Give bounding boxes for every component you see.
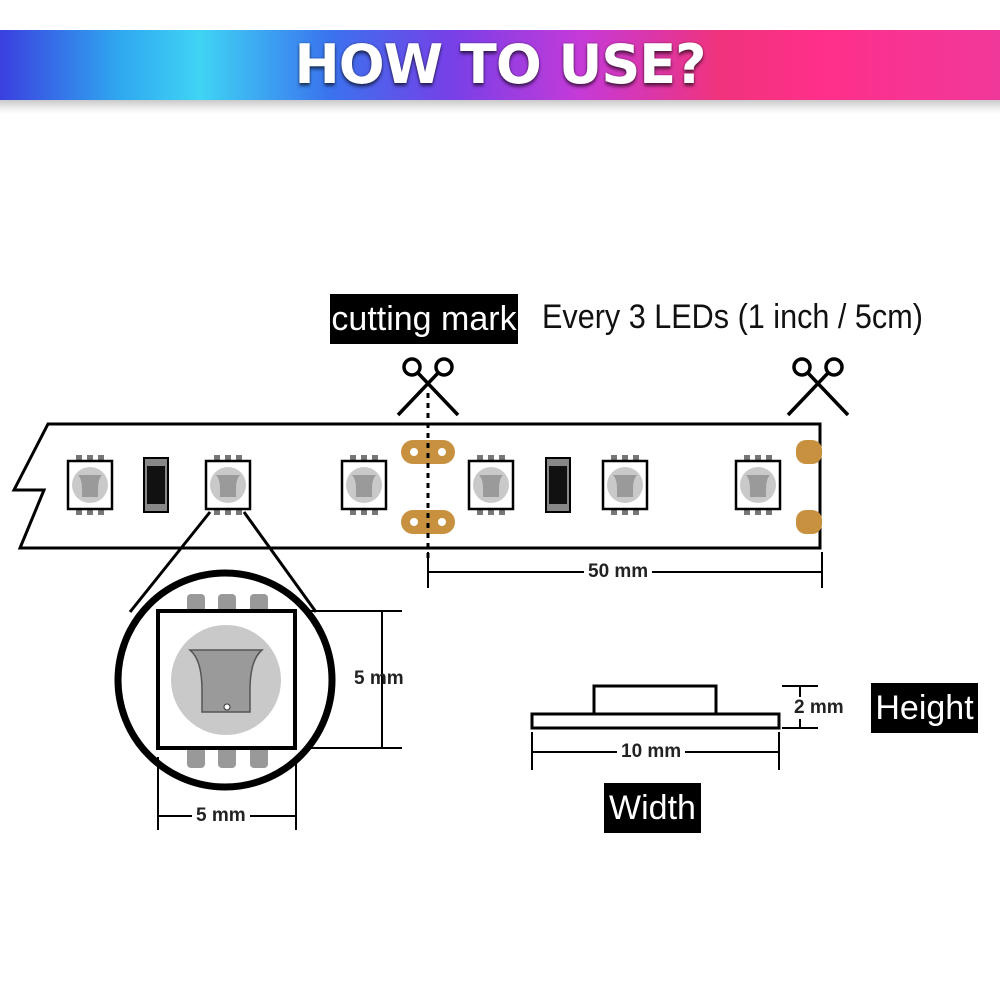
led-chip (340, 455, 388, 515)
led-chip (734, 455, 782, 515)
resistor (545, 457, 571, 513)
led-chip (601, 455, 649, 515)
height-label: Height (871, 683, 978, 733)
led-chip (66, 455, 114, 515)
led-chip (467, 455, 515, 515)
scissors-icon (786, 357, 850, 417)
copper-pads-cut (401, 440, 455, 534)
led-chip (204, 455, 252, 515)
resistor (143, 457, 169, 513)
page-title: HOW TO USE? (294, 33, 707, 96)
header-banner-shadow (0, 100, 1000, 114)
led-height-dimension (305, 610, 402, 749)
width-label: Width (604, 783, 701, 833)
led-width-label: 5 mm (192, 805, 250, 827)
cutting-mark-label: cutting mark (330, 294, 518, 344)
scissors-icon (396, 357, 460, 417)
cut-interval-label: Every 3 LEDs (1 inch / 5cm) (542, 298, 923, 336)
strip-profile (530, 684, 781, 730)
strip-width-label: 10 mm (617, 741, 686, 763)
strip-height-label: 2 mm (792, 697, 846, 719)
copper-pads-end (796, 440, 822, 534)
segment-length-label: 50 mm (584, 561, 653, 583)
led-height-label: 5 mm (354, 668, 404, 689)
zoom-circle (114, 569, 336, 791)
zoom-callout-lines (128, 511, 318, 613)
header-banner (0, 30, 1000, 100)
